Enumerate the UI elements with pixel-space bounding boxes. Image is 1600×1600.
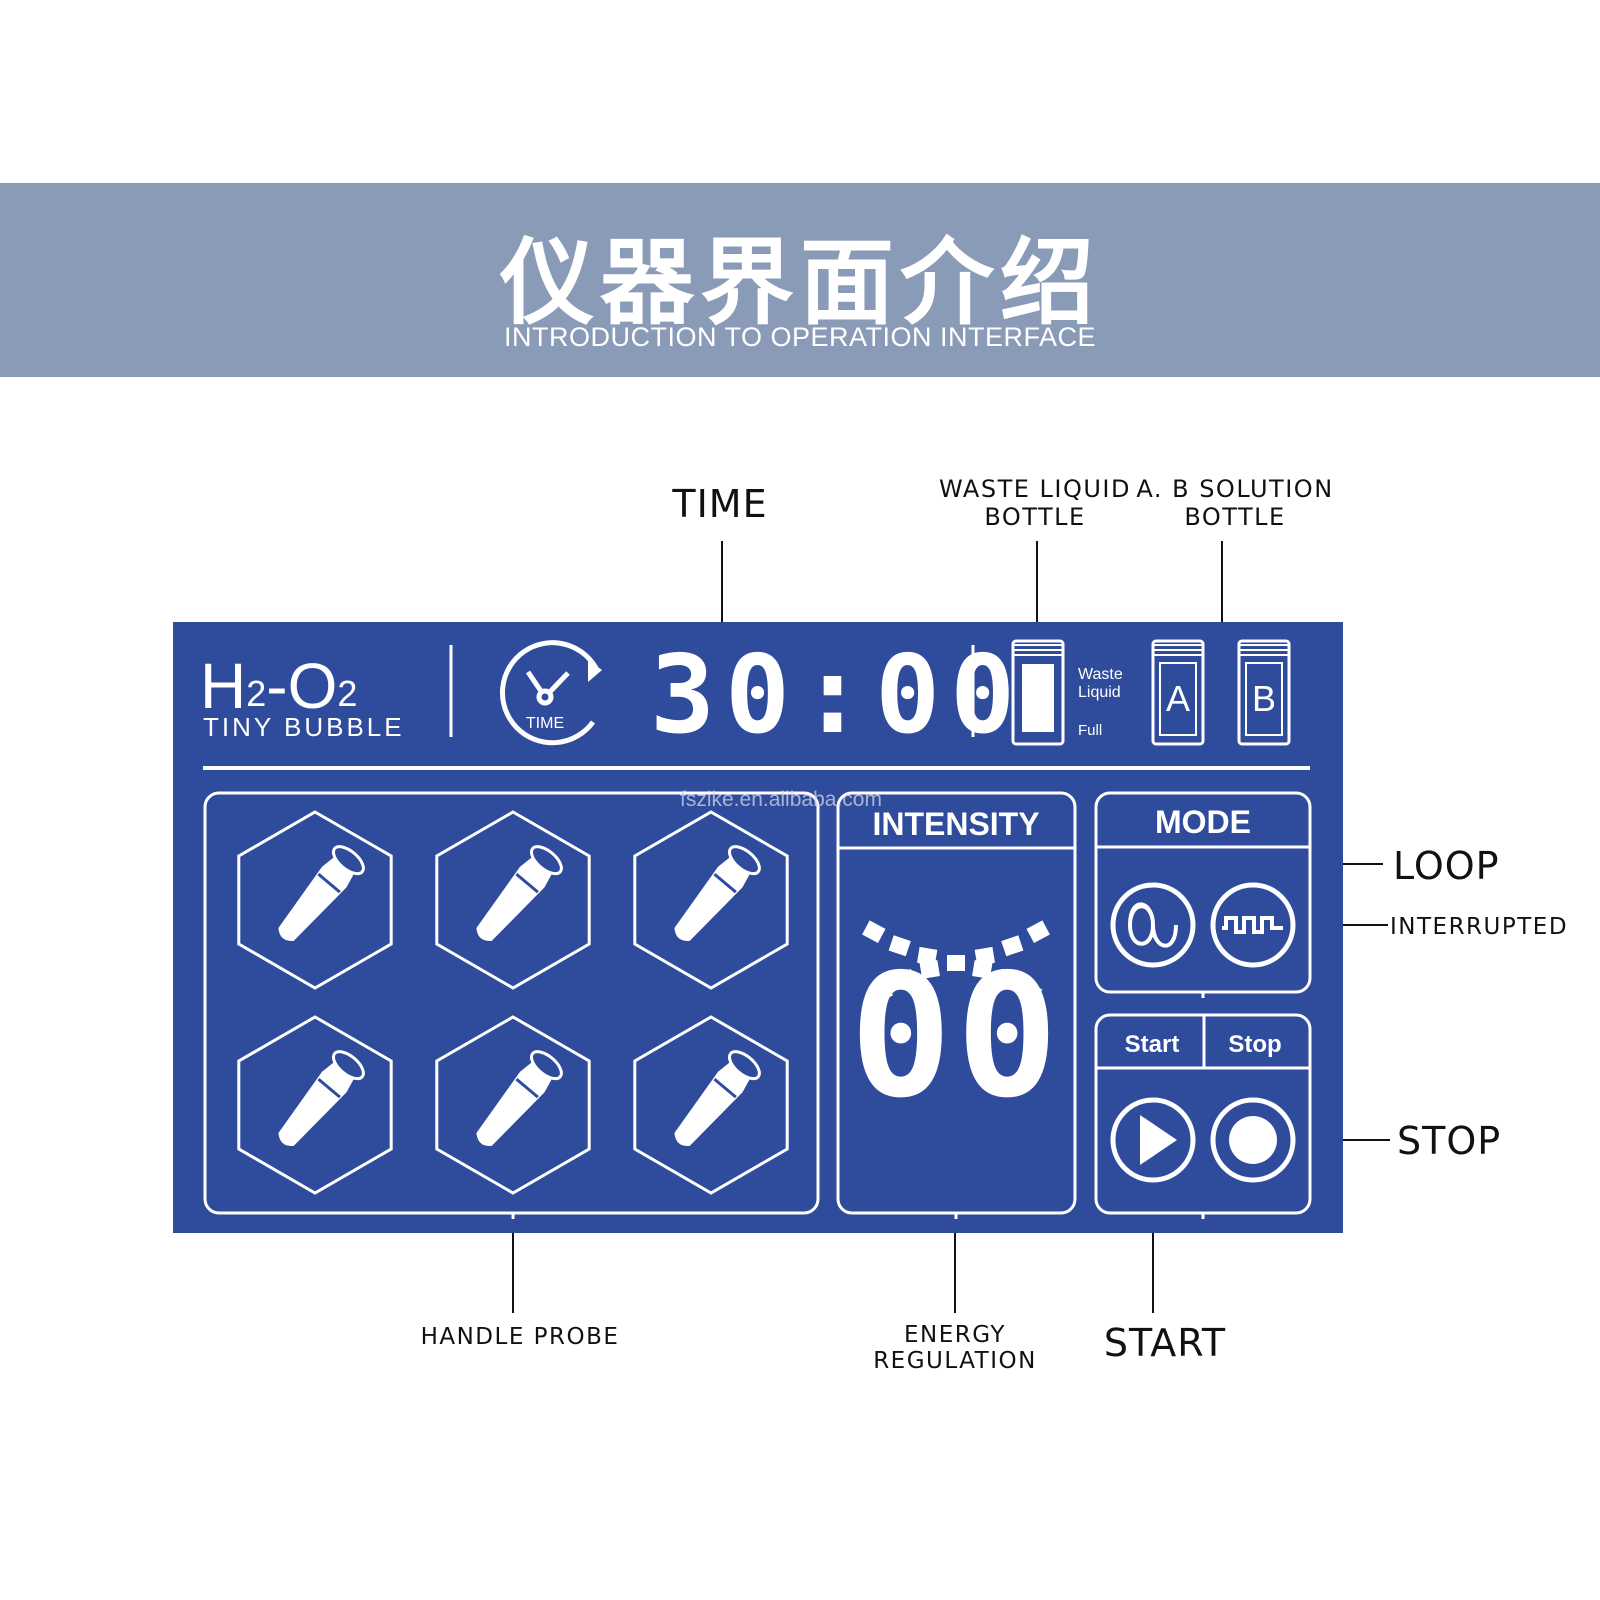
time-icon-label: TIME xyxy=(526,715,564,732)
watermark: fszike.en.alibaba.com xyxy=(680,788,882,811)
handle-probe-button-3[interactable] xyxy=(633,810,789,990)
callout-ab-bottle: A. B SOLUTION BOTTLE xyxy=(1135,475,1335,531)
intensity-bottom-segment xyxy=(1026,920,1050,943)
handle-probe-button-4[interactable] xyxy=(237,1015,393,1195)
loop-mode-button[interactable] xyxy=(1110,882,1196,968)
intensity-header: INTENSITY xyxy=(872,806,1039,842)
waste-full-label: Full xyxy=(1078,722,1102,739)
intensity-bottom-segment xyxy=(974,946,996,966)
callout-loop: LOOP xyxy=(1393,844,1500,888)
start-label: Start xyxy=(1125,1031,1180,1058)
intensity-bottom-segment xyxy=(916,946,938,966)
solution-bottle-a-icon[interactable] xyxy=(1151,639,1205,746)
probe-wand-icon xyxy=(278,1050,365,1146)
probe-wand-icon xyxy=(476,1050,563,1146)
brand-tagline: TINY BUBBLE xyxy=(203,712,405,742)
handle-probe-grid xyxy=(237,810,789,1195)
callout-waste-line2: BOTTLE xyxy=(984,502,1086,531)
waste-liquid-bottle-icon[interactable] xyxy=(1011,639,1065,746)
intensity-bottom-segment xyxy=(1001,935,1024,957)
callout-time: TIME xyxy=(672,482,768,526)
callout-energy-line1: ENERGY xyxy=(904,1322,1006,1348)
callout-start: START xyxy=(1103,1321,1227,1365)
probe-wand-icon xyxy=(278,845,365,941)
bottle-a-label: A xyxy=(1166,678,1190,719)
play-icon xyxy=(1140,1115,1177,1165)
callout-waste-bottle: WASTE LIQUID BOTTLE xyxy=(930,475,1140,531)
intensity-bottom-segment xyxy=(888,935,911,957)
callout-energy-regulation: ENERGY REGULATION xyxy=(855,1322,1055,1375)
intensity-top-segment xyxy=(996,968,1019,990)
callout-ab-line1: A. B SOLUTION xyxy=(1136,475,1334,503)
waste-label-line2: Liquid xyxy=(1078,684,1121,701)
callout-energy-line2: REGULATION xyxy=(873,1348,1037,1375)
probe-wand-icon xyxy=(674,1050,761,1146)
intensity-top-segment xyxy=(869,981,894,1004)
page-title-cn: 仪器界面介绍 xyxy=(499,229,1100,338)
intensity-level-arcs xyxy=(862,920,1050,1004)
stop-button[interactable] xyxy=(1210,1097,1296,1183)
callout-waste-line1: WASTE LIQUID xyxy=(939,475,1131,503)
bottle-b-label: B xyxy=(1252,678,1276,719)
solution-bottle-b-icon[interactable] xyxy=(1237,639,1291,746)
intensity-top-segment xyxy=(893,968,916,990)
callout-interrupted: INTERRUPTED xyxy=(1390,914,1569,940)
handle-probe-button-5[interactable] xyxy=(435,1015,591,1195)
header-banner xyxy=(0,183,1600,377)
time-clock-icon xyxy=(500,640,602,746)
intensity-display[interactable]: 00 xyxy=(850,938,1063,1136)
panel-tick-marks xyxy=(511,992,1205,1219)
intensity-bottom-segment xyxy=(862,920,886,943)
handle-probe-button-6[interactable] xyxy=(633,1015,789,1195)
start-button[interactable] xyxy=(1110,1097,1196,1183)
probe-wand-icon xyxy=(476,845,563,941)
brand-logo: H2-O2 xyxy=(200,650,357,722)
stop-dot-icon xyxy=(1229,1116,1277,1164)
page-subtitle: INTRODUCTION TO OPERATION INTERFACE xyxy=(503,322,1097,352)
waste-label-line1: Waste xyxy=(1078,666,1123,683)
mode-header: MODE xyxy=(1155,804,1251,840)
probe-wand-icon xyxy=(674,845,761,941)
callout-handle-probe: HANDLE PROBE xyxy=(420,1324,620,1350)
time-display[interactable]: 30:00 xyxy=(650,633,1025,758)
stop-label: Stop xyxy=(1228,1031,1281,1058)
intensity-bottom-segment xyxy=(947,955,965,971)
handle-probe-button-1[interactable] xyxy=(237,810,393,990)
callout-ab-line2: BOTTLE xyxy=(1184,502,1286,531)
callout-stop: STOP xyxy=(1397,1119,1502,1163)
handle-probe-button-2[interactable] xyxy=(435,810,591,990)
intensity-top-segment xyxy=(1018,981,1043,1004)
interrupted-mode-button[interactable] xyxy=(1210,882,1296,968)
